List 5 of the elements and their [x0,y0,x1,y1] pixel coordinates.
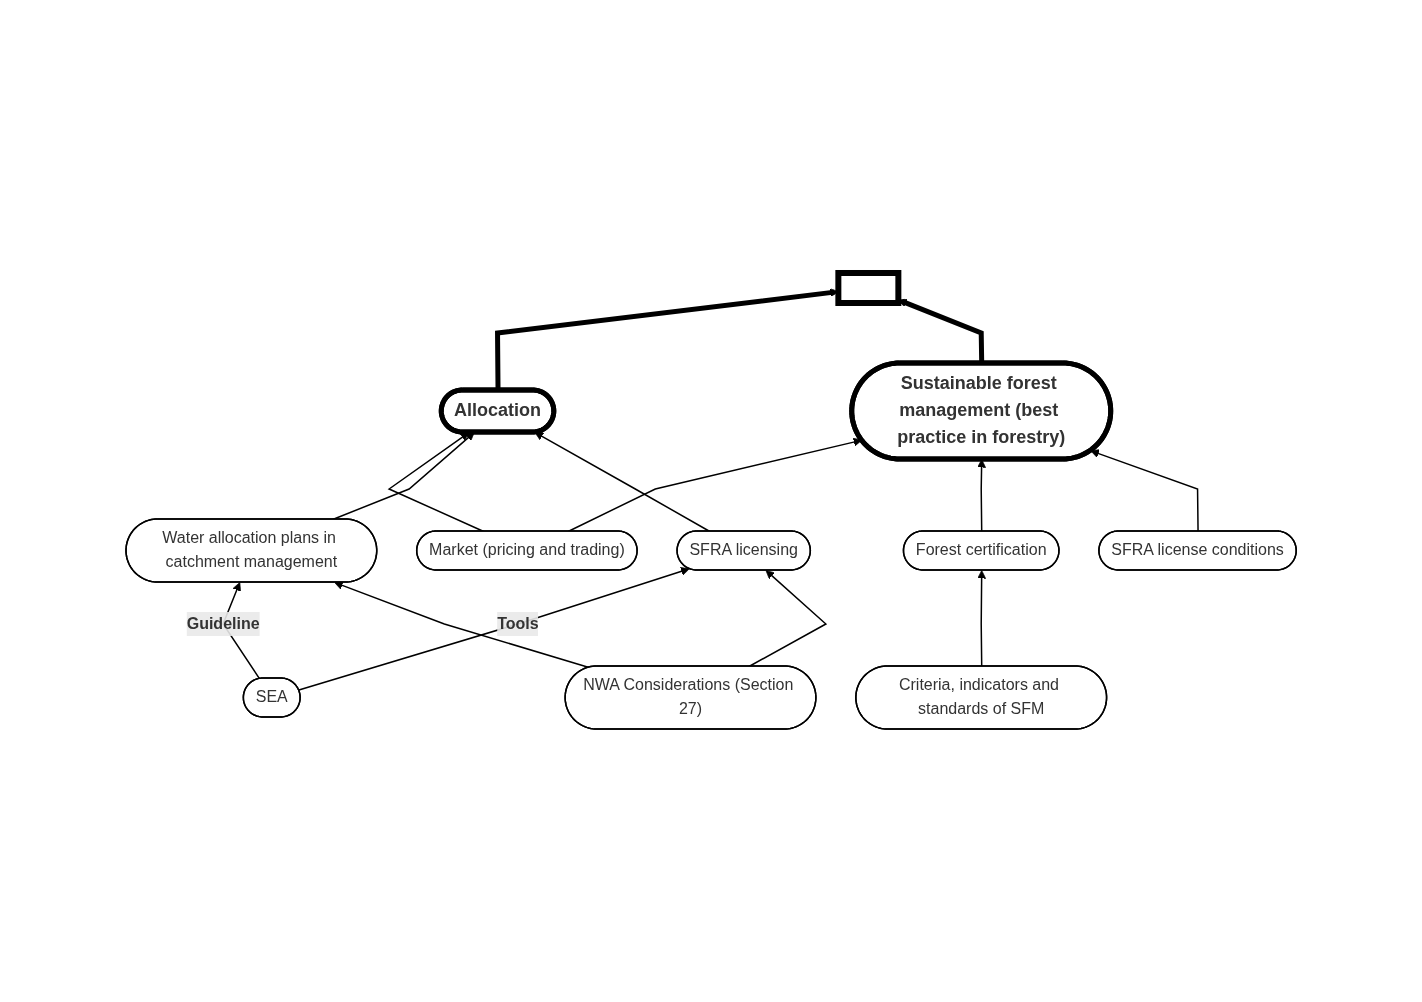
arrow [334,581,590,669]
node-box [835,270,902,306]
edge-label: Tools [497,614,539,632]
arrow [298,567,690,691]
edge-label: Guideline [186,614,260,632]
